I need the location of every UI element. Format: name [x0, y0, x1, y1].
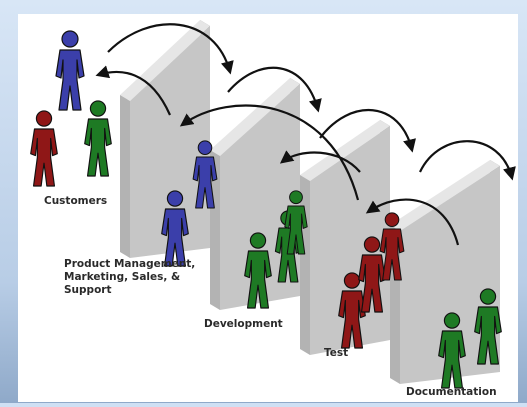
person-figure: [474, 288, 502, 365]
label-customers: Customers: [44, 195, 108, 207]
arrow-doc-to-test: [365, 198, 460, 246]
person-figure: [379, 212, 405, 281]
label-documentation: Documentation: [406, 386, 497, 398]
arrow-test-to-dev: [279, 150, 361, 173]
label-development: Development: [204, 318, 283, 330]
arrow-test-to-doc: [419, 140, 516, 181]
person-figure: [284, 190, 308, 255]
person-figure: [84, 100, 112, 177]
figures: [30, 30, 502, 389]
arrows: [95, 23, 516, 246]
arrow-product-to-customers: [95, 65, 172, 116]
arrow-customers-to-product: [107, 23, 234, 75]
person-figure: [161, 190, 189, 267]
label-product: Product Management, Marketing, Sales, & …: [64, 258, 196, 296]
person-figure: [192, 140, 218, 209]
person-figure: [438, 312, 466, 389]
person-figure: [55, 30, 85, 111]
person-figure: [338, 272, 366, 349]
label-test: Test: [324, 347, 349, 359]
person-figure: [30, 110, 58, 187]
arrow-dev-to-test: [319, 108, 416, 153]
arrow-dev-to-product: [179, 104, 360, 201]
person-figure: [244, 232, 272, 309]
person-figure: [358, 236, 386, 313]
arrow-product-to-dev: [227, 66, 322, 113]
